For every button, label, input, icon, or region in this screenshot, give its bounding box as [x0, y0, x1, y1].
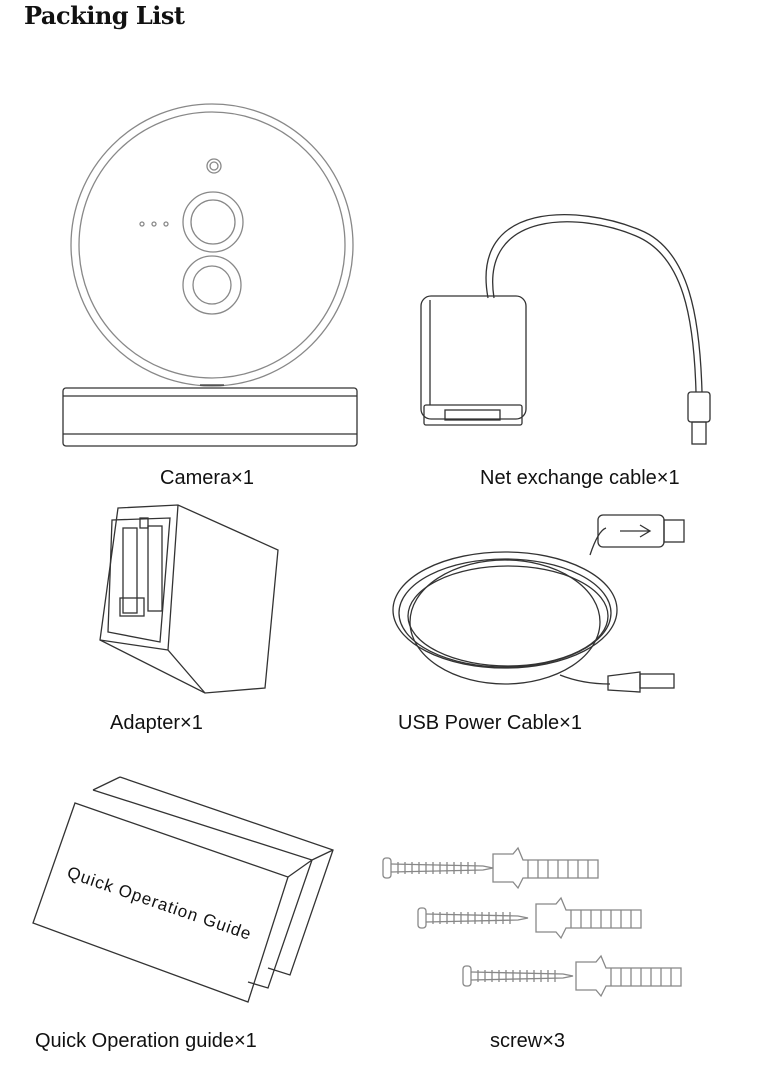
usb-cable-illustration — [392, 514, 685, 693]
booklet-text: Quick Operation Guide — [65, 863, 255, 944]
net-cable-label: Net exchange cable×1 — [480, 467, 680, 489]
page-title: Packing List — [24, 1, 185, 30]
screws-illustration — [382, 846, 682, 998]
camera-illustration — [62, 103, 358, 447]
quick-guide-label: Quick Operation guide×1 — [35, 1030, 257, 1052]
screw-label: screw×3 — [490, 1030, 566, 1052]
camera-label: Camera×1 — [160, 467, 254, 489]
net-cable-illustration — [420, 214, 711, 445]
adapter-label: Adapter×1 — [110, 712, 203, 734]
usb-cable-label: USB Power Cable×1 — [398, 712, 582, 734]
quick-guide-illustration: Quick Operation Guide — [32, 776, 334, 1003]
adapter-illustration — [99, 504, 279, 694]
